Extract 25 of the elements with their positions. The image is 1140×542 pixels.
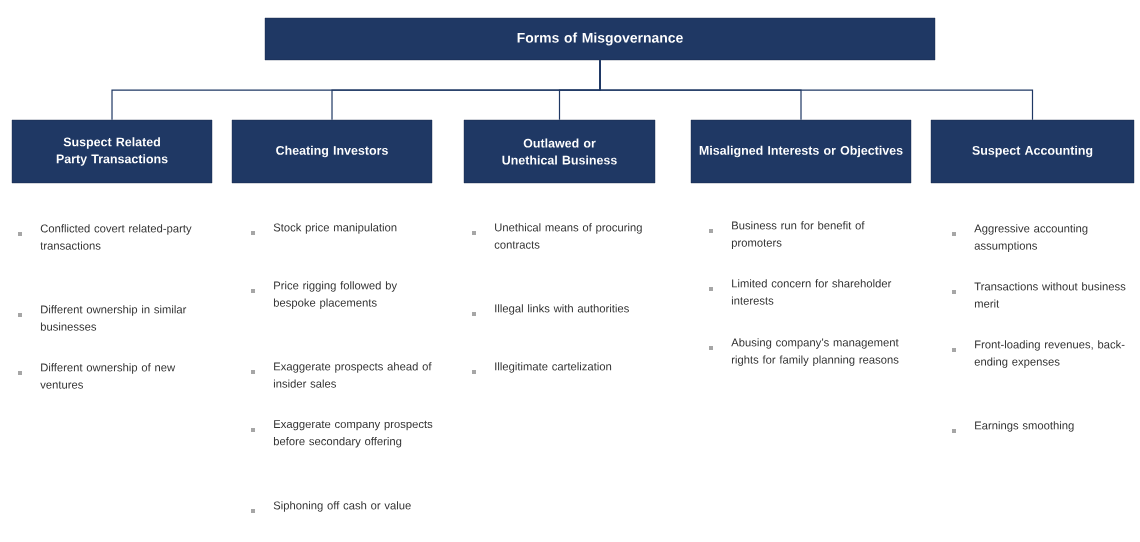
bullet-item: Business run for benefit of promoters [709, 221, 865, 249]
bullet-item: Front-loading revenues, back-ending expenses [952, 340, 1125, 368]
bullet-item: Earnings smoothing [952, 421, 1074, 433]
bullet-item: Siphoning off cash or value [251, 501, 411, 513]
bullet-item: Abusing company’s management rights for family planning reasons [709, 338, 899, 366]
bullet-item: Exaggerate prospects ahead of insider sales [251, 362, 432, 388]
category-box: Outlawed or Unethical Business [463, 119, 656, 184]
category-box: Suspect Accounting [930, 119, 1135, 184]
bullet-item: Stock price manipulation [251, 223, 397, 235]
bullet-item: Conflicted covert related-party transactions [18, 224, 192, 250]
bullet-item: Unethical means of procuring contracts [472, 223, 642, 249]
title-box: Forms of Misgovernance [264, 17, 936, 61]
connector-line [599, 59, 1034, 121]
bullet-item: Limited concern for shareholder interests [709, 279, 892, 305]
category-box: Misaligned Interests or Objectives [690, 119, 912, 184]
bullet-item: Illegitimate cartelization [472, 362, 612, 374]
bullet-item: Different ownership in similar businesses [18, 305, 187, 331]
bullet-item: Price rigging followed by bespoke placements [251, 281, 398, 309]
bullet-item: Aggressive accounting assumptions [952, 224, 1088, 252]
bullet-item: Illegal links with authorities [472, 304, 629, 316]
bullet-item: Exaggerate company prospects before secondary offering [251, 420, 433, 448]
bullet-item: Different ownership of new ventures [18, 363, 176, 389]
category-box: Suspect Related Party Transactions [11, 119, 213, 184]
bullet-item: Transactions without business merit [952, 282, 1126, 308]
category-box: Cheating Investors [231, 119, 433, 184]
